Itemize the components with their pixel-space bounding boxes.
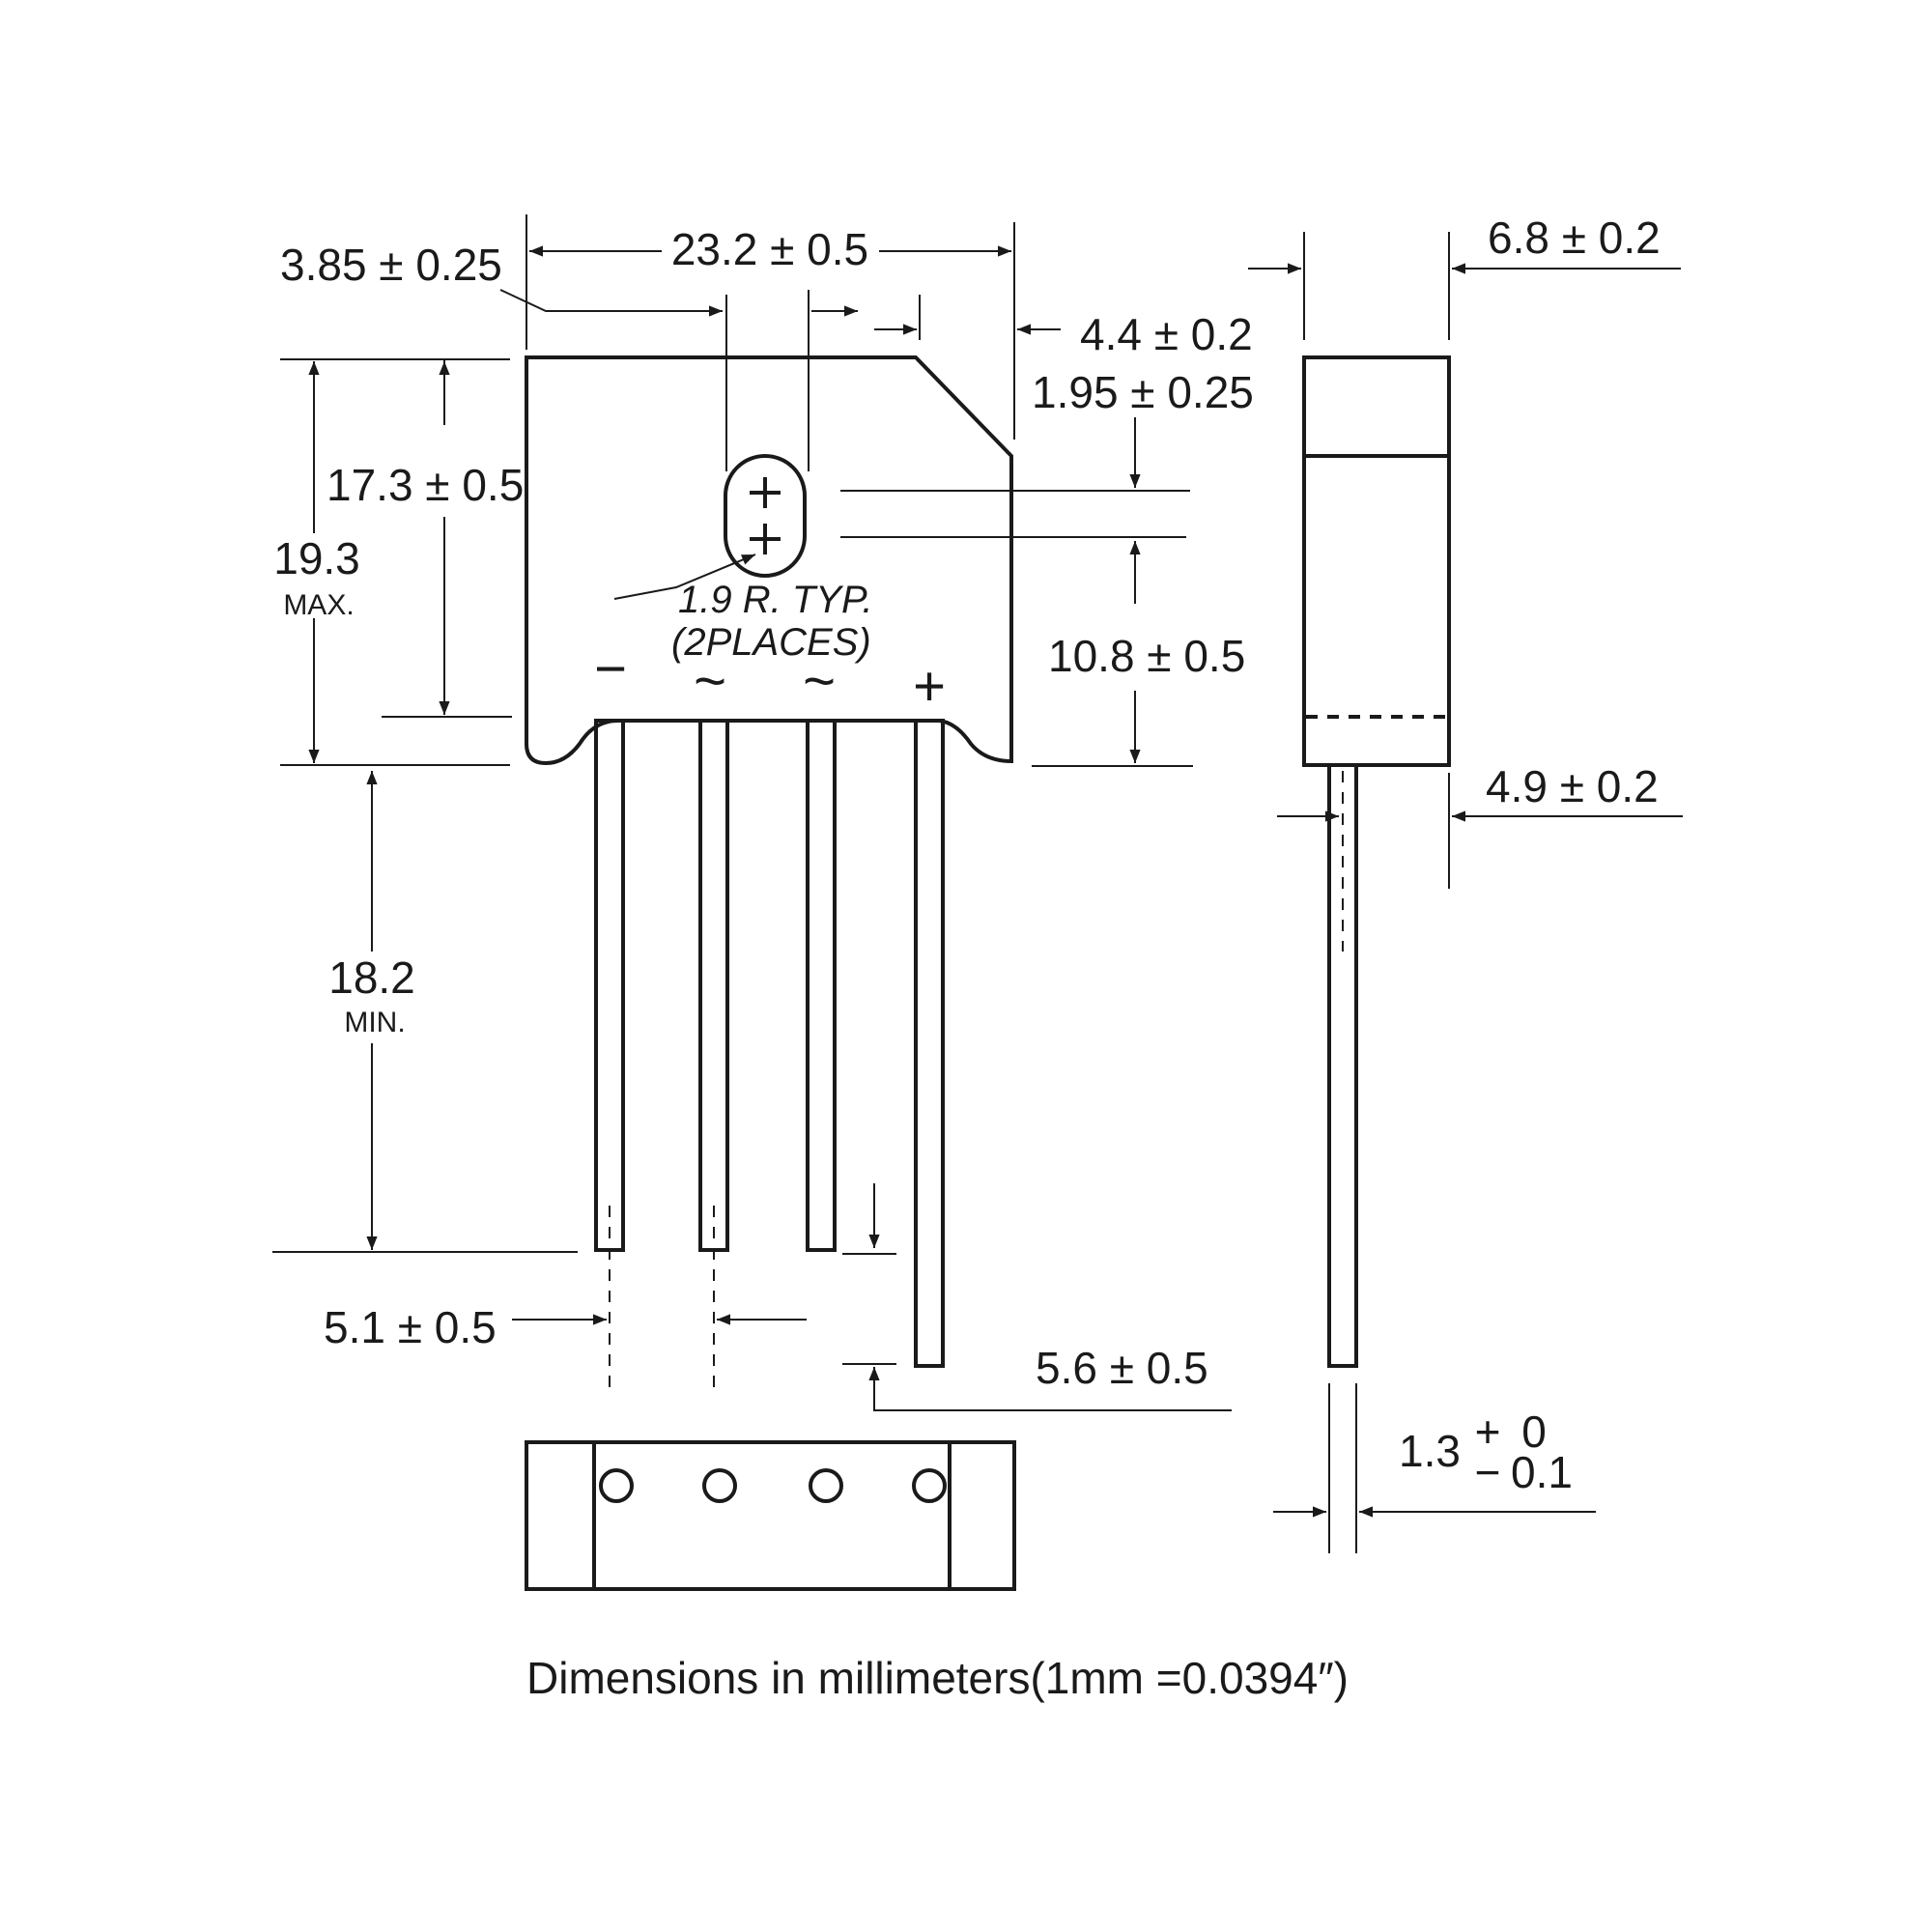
dim-lead-thickness-value: 1.3 — [1399, 1426, 1461, 1476]
dim-plus-lead-offset: 5.6 ± 0.5 — [1036, 1343, 1208, 1393]
mounting-slot — [724, 454, 807, 578]
bottom-pin-hole-3 — [809, 1468, 843, 1503]
dim-lead-length-value: 18.2 — [328, 952, 415, 1003]
dim-lead-thickness-tol-plus: 0 — [1521, 1406, 1547, 1457]
note-places: (2PLACES) — [671, 621, 871, 664]
lead-plus — [914, 719, 945, 1368]
dim-overall-width: 23.2 ± 0.5 — [671, 224, 868, 274]
dim-body-height: 17.3 ± 0.5 — [327, 460, 524, 510]
front-view: − ~ ~ + — [525, 355, 1013, 1391]
pin-label-plus: + — [913, 655, 946, 718]
bottom-pin-hole-4 — [912, 1468, 947, 1503]
dim-lead-thickness-plus-sign: + — [1475, 1406, 1501, 1457]
dim-hole-dia: 1.95 ± 0.25 — [1032, 367, 1254, 417]
side-view — [1302, 355, 1451, 1368]
lead-minus — [594, 719, 625, 1252]
bottom-pin-hole-2 — [702, 1468, 737, 1503]
pin-label-ac2: ~ — [803, 650, 836, 713]
front-dimensions: 23.2 ± 0.5 3.85 ± 0.25 4.4 ± 0.2 1.95 ± … — [272, 214, 1254, 1411]
bottom-view — [525, 1440, 1016, 1591]
footer-note: Dimensions in millimeters(1mm =0.0394″) — [526, 1653, 1349, 1703]
bottom-body-outline — [525, 1440, 1016, 1591]
front-body-outline — [525, 355, 1013, 766]
side-body-outline — [1302, 355, 1451, 767]
dim-max-height-note: MAX. — [283, 589, 354, 621]
dim-side-thickness: 6.8 ± 0.2 — [1488, 213, 1661, 263]
pin-label-minus: − — [594, 638, 627, 700]
slot-center-mark-upper — [750, 477, 781, 508]
pin-label-ac1: ~ — [694, 650, 726, 713]
pin-labels: − ~ ~ + — [594, 638, 946, 718]
lead-ac1 — [698, 719, 729, 1252]
lead-ac2 — [806, 719, 837, 1252]
leads — [594, 719, 945, 1368]
side-dimensions: 6.8 ± 0.2 4.9 ± 0.2 1.3 + − 0 0.1 — [1248, 213, 1683, 1553]
slot-center-mark-lower — [750, 524, 781, 554]
dim-lead-length-note: MIN. — [344, 1007, 405, 1038]
dim-side-lead-offset: 4.9 ± 0.2 — [1486, 761, 1659, 811]
dim-lead-thickness-tol-minus: 0.1 — [1511, 1447, 1573, 1497]
dim-max-height-value: 19.3 — [273, 533, 360, 583]
dim-hole-to-bottom: 10.8 ± 0.5 — [1048, 631, 1245, 681]
bottom-pin-hole-1 — [599, 1468, 634, 1503]
dim-hole-offset: 3.85 ± 0.25 — [280, 240, 502, 290]
note-radius: 1.9 R. TYP. — [678, 579, 873, 621]
dim-lead-pitch: 5.1 ± 0.5 — [324, 1302, 497, 1352]
dim-chamfer: 4.4 ± 0.2 — [1080, 309, 1253, 359]
dim-lead-thickness-minus-sign: − — [1475, 1447, 1501, 1497]
side-lead — [1327, 763, 1358, 1368]
